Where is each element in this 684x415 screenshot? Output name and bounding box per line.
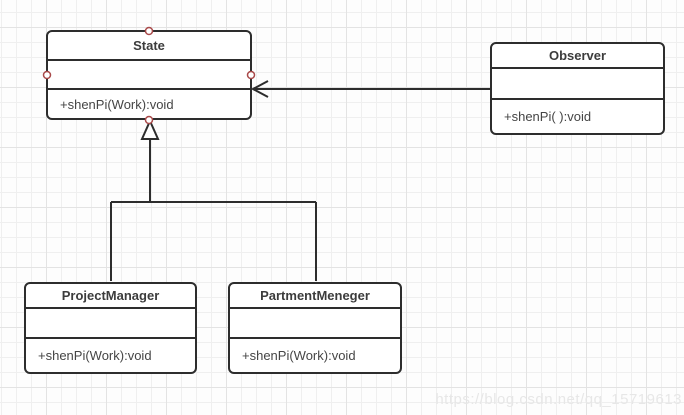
class-title: PartmentMeneger bbox=[230, 284, 400, 309]
class-box-state[interactable]: State +shenPi(Work):void bbox=[46, 30, 252, 120]
class-attributes-section bbox=[48, 61, 250, 90]
hollow-triangle-arrowhead-icon bbox=[140, 118, 160, 140]
connector-association-observer-to-state[interactable] bbox=[250, 80, 490, 98]
class-title: Observer bbox=[492, 44, 663, 69]
class-box-observer[interactable]: Observer +shenPi( ):void bbox=[490, 42, 665, 135]
watermark-text: https://blog.csdn.net/qq_15719613 bbox=[435, 391, 682, 408]
class-attributes-section bbox=[230, 309, 400, 339]
class-attributes-section bbox=[26, 309, 195, 339]
class-box-projectmanager[interactable]: ProjectManager +shenPi(Work):void bbox=[24, 282, 197, 374]
class-method-label: +shenPi(Work):void bbox=[38, 348, 152, 363]
class-method-label: +shenPi(Work):void bbox=[242, 348, 356, 363]
connector-generalization-to-state[interactable] bbox=[110, 118, 317, 281]
class-box-partmentmeneger[interactable]: PartmentMeneger +shenPi(Work):void bbox=[228, 282, 402, 374]
class-title: ProjectManager bbox=[26, 284, 195, 309]
class-method-label: +shenPi( ):void bbox=[504, 109, 592, 124]
open-arrowhead-icon bbox=[250, 80, 269, 98]
class-title: State bbox=[48, 32, 250, 61]
class-attributes-section bbox=[492, 69, 663, 100]
class-method-label: +shenPi(Work):void bbox=[60, 96, 174, 112]
